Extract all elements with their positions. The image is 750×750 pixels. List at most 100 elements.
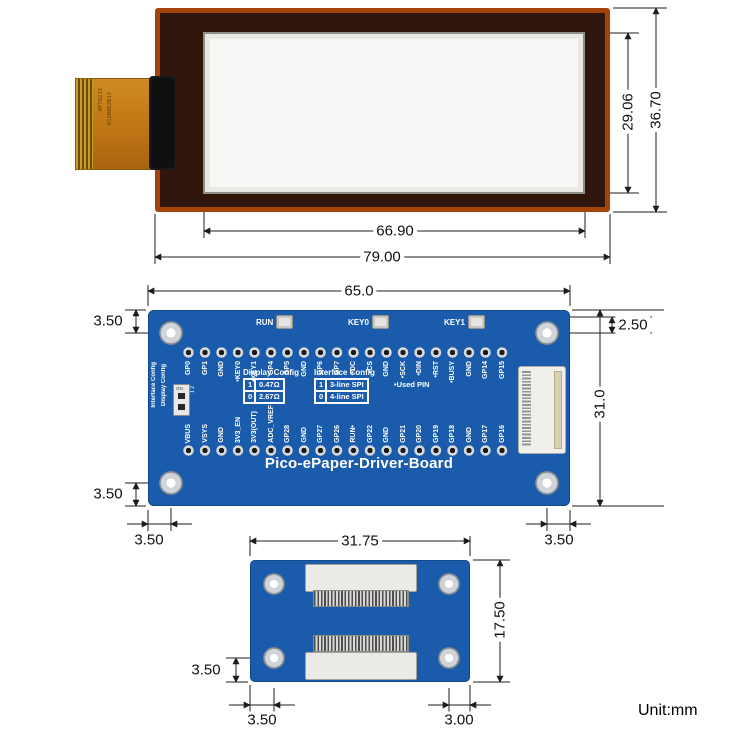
flex-cable-stiffener [149, 76, 176, 170]
pin-label: RUN• [350, 425, 357, 443]
dim-adapter-hole-bottom-left-x: 3.50 [244, 711, 280, 729]
dim-adapter-height: 17.50 [491, 598, 509, 642]
key0-button: KEY0 [348, 315, 389, 329]
config-cell: 3-line SPI [326, 379, 368, 391]
ffc-actuator [554, 371, 562, 449]
config-cell: 1 [244, 379, 255, 391]
run-button-label: RUN [256, 317, 274, 327]
config-cell: 4-line SPI [326, 391, 368, 403]
pin-label: GP15 [498, 361, 506, 379]
pin-label: ADC_VREF [267, 405, 275, 443]
dip-on-label: ON [176, 386, 183, 391]
pin-row-top [182, 346, 512, 359]
ffc-pins [313, 635, 409, 652]
interface-config-side-label: Interface Config [151, 362, 157, 408]
pin-label: 3V3_EN [234, 416, 242, 443]
config-cell: 1 [315, 379, 326, 391]
adapter-board [250, 560, 470, 682]
dip-switch: ON [173, 384, 190, 416]
dim-adapter-width: 31.75 [338, 532, 382, 550]
dip-slider [178, 404, 185, 410]
ffc-pins [522, 371, 531, 447]
flex-cable [93, 78, 153, 170]
mounting-hole [439, 648, 459, 668]
pin-label: GND [465, 361, 473, 377]
ffc-pins [313, 590, 409, 607]
flex-marking: 0120062013 [107, 92, 113, 126]
run-button: RUN [256, 315, 294, 329]
used-pin-note: •Used PIN [394, 380, 430, 389]
flex-marking: WFT0213 [98, 88, 104, 112]
driver-board: RUN KEY0 KEY1 GP0 GP1 GND •KEY0 •KEY1 GP… [148, 310, 570, 506]
pin-label: GND [218, 427, 225, 443]
dim-adapter-hole-bottom-right-x: 3.00 [441, 711, 477, 729]
tact-switch [276, 315, 294, 329]
dim-hole-bottom-left: 3.50 [90, 485, 126, 503]
dim-epaper-outer-width: 79.00 [360, 248, 404, 266]
interface-config-table: Interface Config 1 3-line SPI 0 4-line S… [314, 368, 375, 404]
ffc-connector [305, 564, 417, 592]
pin-label: GP16 [498, 425, 506, 443]
pin-label: GP18 [449, 425, 456, 443]
ffc-connector [518, 366, 566, 454]
pin-label: GP20 [416, 425, 423, 443]
dim-epaper-outer-height: 36.70 [647, 88, 665, 132]
config-cell: 0 [244, 391, 255, 403]
mounting-hole [160, 322, 182, 344]
mounting-hole [439, 574, 459, 594]
pin-label: GP0 [185, 361, 192, 376]
epaper-display-area [203, 32, 585, 194]
interface-config-title: Interface Config [314, 368, 375, 377]
pin-label: •DIN [416, 361, 423, 376]
dim-board-width: 65.0 [341, 282, 377, 300]
tact-switch [371, 315, 389, 329]
display-config-side-label: Display Config [161, 364, 167, 407]
config-cell: 0.47Ω [255, 379, 284, 391]
ffc-connector [305, 652, 417, 680]
dim-hole-bottom-right-x: 3.50 [541, 531, 577, 549]
unit-label: Unit:mm [638, 702, 698, 719]
dim-hole-bottom-left-x: 3.50 [131, 531, 167, 549]
dip-position-numbers: 1 2 [190, 386, 196, 393]
pin-label: GP14 [482, 361, 489, 379]
key0-button-label: KEY0 [348, 317, 369, 327]
dim-epaper-inner-height: 29.06 [619, 90, 637, 134]
mounting-hole [536, 472, 558, 494]
pin-label: GP19 [432, 425, 440, 443]
pin-label: GP17 [482, 425, 489, 443]
dip-slider [178, 393, 185, 399]
mounting-hole [264, 648, 284, 668]
config-cell: 0 [315, 391, 326, 403]
pin-label: GND [300, 427, 308, 443]
flex-cable-contacts [75, 78, 95, 170]
pin-label: 3V3(OUT) [251, 411, 258, 443]
pin-label: GND [218, 361, 225, 377]
pin-label: GP26 [333, 425, 341, 443]
pin-label: GND [465, 427, 473, 443]
display-config-table: Display Config 1 0.47Ω 0 2.67Ω [243, 368, 299, 404]
dim-hole-top-left: 3.50 [90, 312, 126, 330]
dim-epaper-inner-width: 66.90 [373, 222, 417, 240]
pin-label: GP21 [399, 425, 407, 443]
pin-label: GP28 [284, 425, 291, 443]
pin-label: VSYS [201, 424, 209, 443]
pin-label: GP22 [366, 425, 374, 443]
mounting-hole [160, 472, 182, 494]
pin-row-bottom [182, 444, 512, 457]
pin-label: GP1 [201, 361, 209, 376]
display-config-title: Display Config [243, 368, 300, 377]
pin-label: GND [300, 361, 308, 377]
key1-button: KEY1 [444, 315, 485, 329]
pin-label: GND [383, 361, 390, 377]
config-cell: 2.67Ω [255, 391, 284, 403]
pin-label: •BUSY [449, 361, 456, 383]
dim-adapter-hole-left-y: 3.50 [188, 661, 224, 679]
tact-switch [467, 315, 485, 329]
dim-board-height: 31.0 [591, 386, 609, 422]
pin-label: GP27 [317, 425, 324, 443]
board-title: Pico-ePaper-Driver-Board [264, 455, 454, 472]
pin-label: •SCK [399, 361, 407, 379]
pin-label: •RST [432, 361, 440, 378]
key1-button-label: KEY1 [444, 317, 465, 327]
